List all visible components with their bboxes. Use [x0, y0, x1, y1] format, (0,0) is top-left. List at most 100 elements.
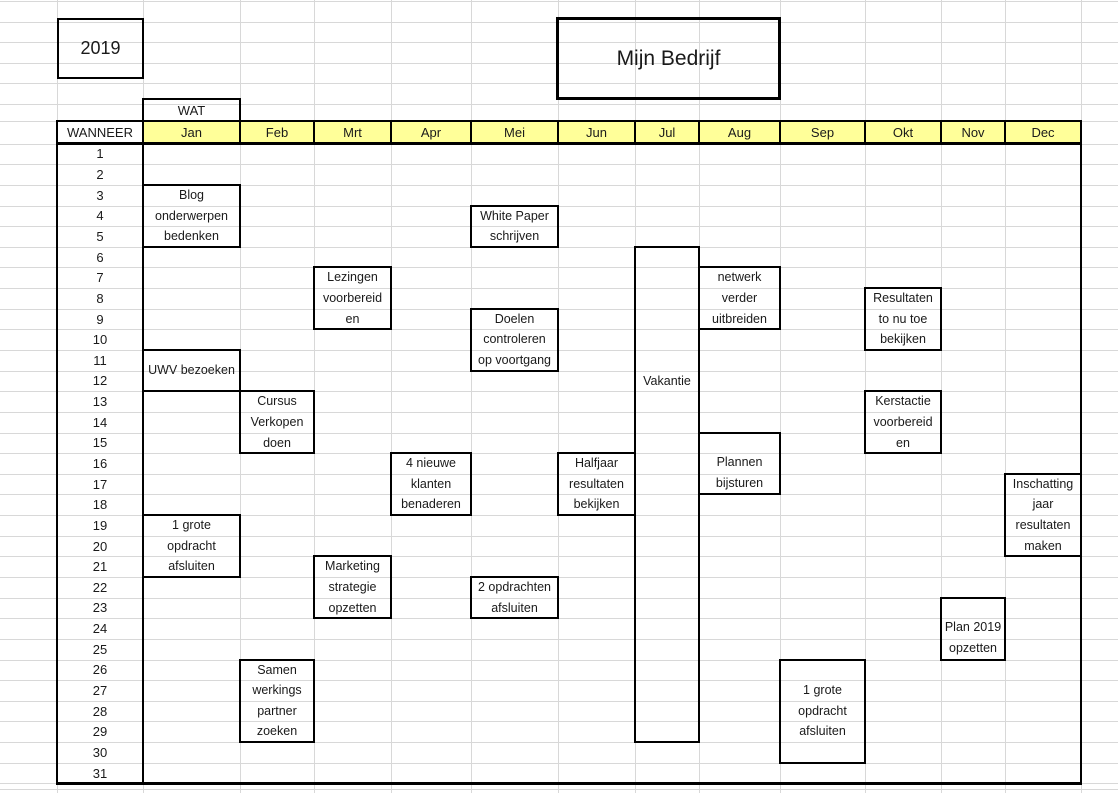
wanneer-header-cell[interactable]: WANNEER	[57, 121, 143, 144]
task-label-line: voorbereid	[873, 414, 933, 429]
gridline-h	[0, 535, 1118, 537]
month-header-mrt[interactable]: Mrt	[314, 121, 391, 144]
day-number-cell[interactable]: 17	[92, 476, 108, 492]
day-number-cell[interactable]: 22	[92, 579, 108, 595]
task-label-line: Blog	[178, 187, 205, 202]
month-header-okt[interactable]: Okt	[865, 121, 941, 144]
task-box-jul-6[interactable]: Vakantie	[634, 245, 700, 744]
day-number-cell[interactable]: 30	[92, 744, 108, 760]
task-label-line: resultaten	[569, 476, 624, 491]
wat-label: WAT	[177, 103, 206, 118]
task-box-jun-16[interactable]: Halfjaar resultaten bekijken	[557, 452, 636, 517]
month-header-mei[interactable]: Mei	[471, 121, 558, 144]
day-number-cell[interactable]: 4	[96, 208, 104, 224]
day-number-cell[interactable]: 23	[92, 600, 108, 616]
gridline-h	[0, 42, 1118, 44]
day-number-cell[interactable]: 3	[96, 187, 104, 203]
task-box-jan-11[interactable]: UWV bezoeken	[142, 348, 241, 393]
day-number-cell[interactable]: 19	[92, 517, 108, 533]
day-number-cell[interactable]: 16	[92, 455, 108, 471]
task-label-line: opzetten	[949, 640, 997, 655]
day-number-cell[interactable]: 24	[92, 621, 108, 637]
day-number-cell[interactable]: 11	[93, 352, 107, 368]
day-number-cell[interactable]: 20	[92, 538, 108, 554]
gridline-h	[0, 205, 1118, 207]
day-number-cell[interactable]: 9	[96, 311, 104, 327]
day-number-cell[interactable]: 29	[92, 724, 108, 740]
task-label-line: bijsturen	[715, 475, 764, 490]
gridline-h	[0, 288, 1118, 290]
task-label-line: Halfjaar	[574, 456, 619, 471]
month-header-dec[interactable]: Dec	[1005, 121, 1081, 144]
gridline-h	[0, 788, 1118, 790]
day-number-cell[interactable]: 27	[92, 683, 108, 699]
gridline-h	[0, 246, 1118, 248]
day-number-cell[interactable]: 1	[96, 146, 104, 162]
month-header-jan[interactable]: Jan	[143, 121, 240, 144]
day-number-cell[interactable]: 2	[96, 167, 104, 183]
task-label-line: Plannen	[716, 455, 763, 470]
day-number-cell[interactable]: 28	[92, 703, 108, 719]
task-label-line: strategie	[328, 580, 377, 594]
day-number-cell[interactable]: 26	[92, 662, 108, 678]
day-number-cell[interactable]: 14	[92, 414, 108, 430]
task-label-line: bekijken	[880, 332, 926, 347]
task-label-line: zoeken	[256, 724, 298, 739]
day-number-cell[interactable]: 13	[92, 394, 108, 410]
day-number-cell[interactable]: 10	[92, 332, 108, 348]
day-number-cell[interactable]: 7	[96, 270, 104, 286]
task-label-line: Lezingen	[327, 270, 378, 285]
task-label-line: Samen	[257, 662, 297, 677]
day-number-cell[interactable]: 21	[92, 559, 108, 575]
day-number-cell[interactable]: 5	[96, 228, 104, 244]
month-header-jul[interactable]: Jul	[635, 121, 699, 144]
month-header-aug[interactable]: Aug	[699, 121, 780, 144]
gridline-h	[0, 370, 1118, 372]
year-box[interactable]: 2019	[57, 18, 144, 79]
month-header-feb[interactable]: Feb	[240, 121, 314, 144]
task-label-line: verder	[721, 291, 758, 306]
month-header-nov[interactable]: Nov	[941, 121, 1005, 144]
task-label-line: afsluiten	[799, 724, 846, 739]
wat-header-cell[interactable]: WAT	[142, 98, 241, 123]
gridline-h	[0, 83, 1118, 85]
day-number-cell[interactable]: 15	[92, 435, 108, 451]
month-header-jun[interactable]: Jun	[558, 121, 635, 144]
task-label-line: opdracht	[167, 538, 216, 553]
gridline-h	[0, 721, 1118, 723]
gridline-h	[0, 411, 1118, 413]
gridline-h	[0, 349, 1118, 351]
task-box-aug-15[interactable]: Plannen bijsturen	[698, 431, 781, 496]
task-label-line: Kerstactie	[875, 394, 931, 409]
task-label-line: to nu toe	[878, 311, 928, 326]
day-number-cell[interactable]: 31	[92, 765, 108, 781]
month-header-apr[interactable]: Apr	[391, 121, 471, 144]
day-number-cell[interactable]: 25	[92, 641, 108, 657]
day-number-cell[interactable]: 6	[96, 249, 104, 265]
task-label-line: bekijken	[573, 497, 620, 512]
day-number-cell[interactable]: 18	[92, 497, 108, 513]
month-header-sep[interactable]: Sep	[780, 121, 865, 144]
company-title-box[interactable]: Mijn Bedrijf	[556, 17, 781, 100]
day-number-cell[interactable]: 12	[92, 373, 108, 389]
gridline-h	[0, 267, 1118, 269]
task-label-line: Inschatting	[1012, 476, 1074, 491]
day-number-cell[interactable]: 8	[96, 290, 104, 306]
task-label-line: maken	[1024, 538, 1062, 553]
